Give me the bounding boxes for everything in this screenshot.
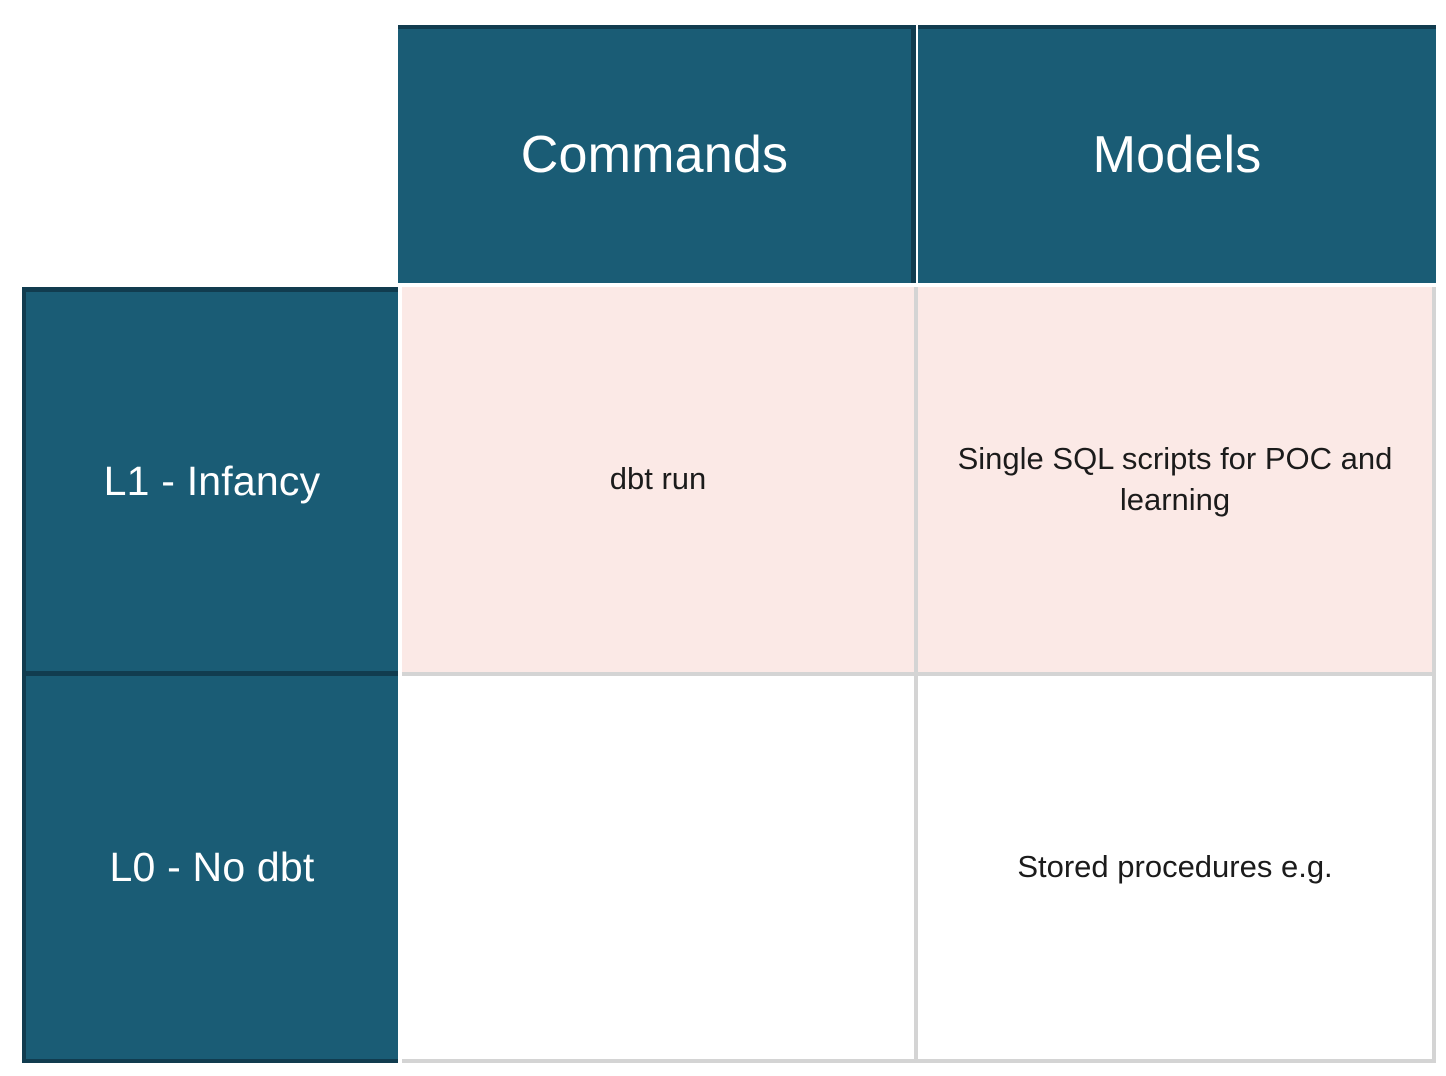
cell-l0-models: Stored procedures e.g. xyxy=(918,676,1436,1063)
row-header-l1-infancy: L1 - Infancy xyxy=(22,287,398,676)
row-header-l0-no-dbt: L0 - No dbt xyxy=(22,676,398,1063)
cell-l1-models-text: Single SQL scripts for POC and learning xyxy=(957,440,1393,517)
cell-l1-commands: dbt run xyxy=(402,287,918,676)
column-header-commands: Commands xyxy=(398,25,916,283)
column-header-models: Models xyxy=(918,25,1436,283)
cell-l0-models-text: Stored procedures e.g. xyxy=(1017,849,1333,885)
cell-l0-commands xyxy=(402,676,918,1063)
cell-l1-commands-text: dbt run xyxy=(609,461,707,497)
cell-l1-models: Single SQL scripts for POC and learning xyxy=(918,287,1436,676)
column-header-commands-label: Commands xyxy=(520,126,789,185)
row-header-l0-no-dbt-label: L0 - No dbt xyxy=(109,843,315,890)
column-header-models-label: Models xyxy=(1092,126,1262,185)
row-header-l1-infancy-label: L1 - Infancy xyxy=(103,457,321,504)
